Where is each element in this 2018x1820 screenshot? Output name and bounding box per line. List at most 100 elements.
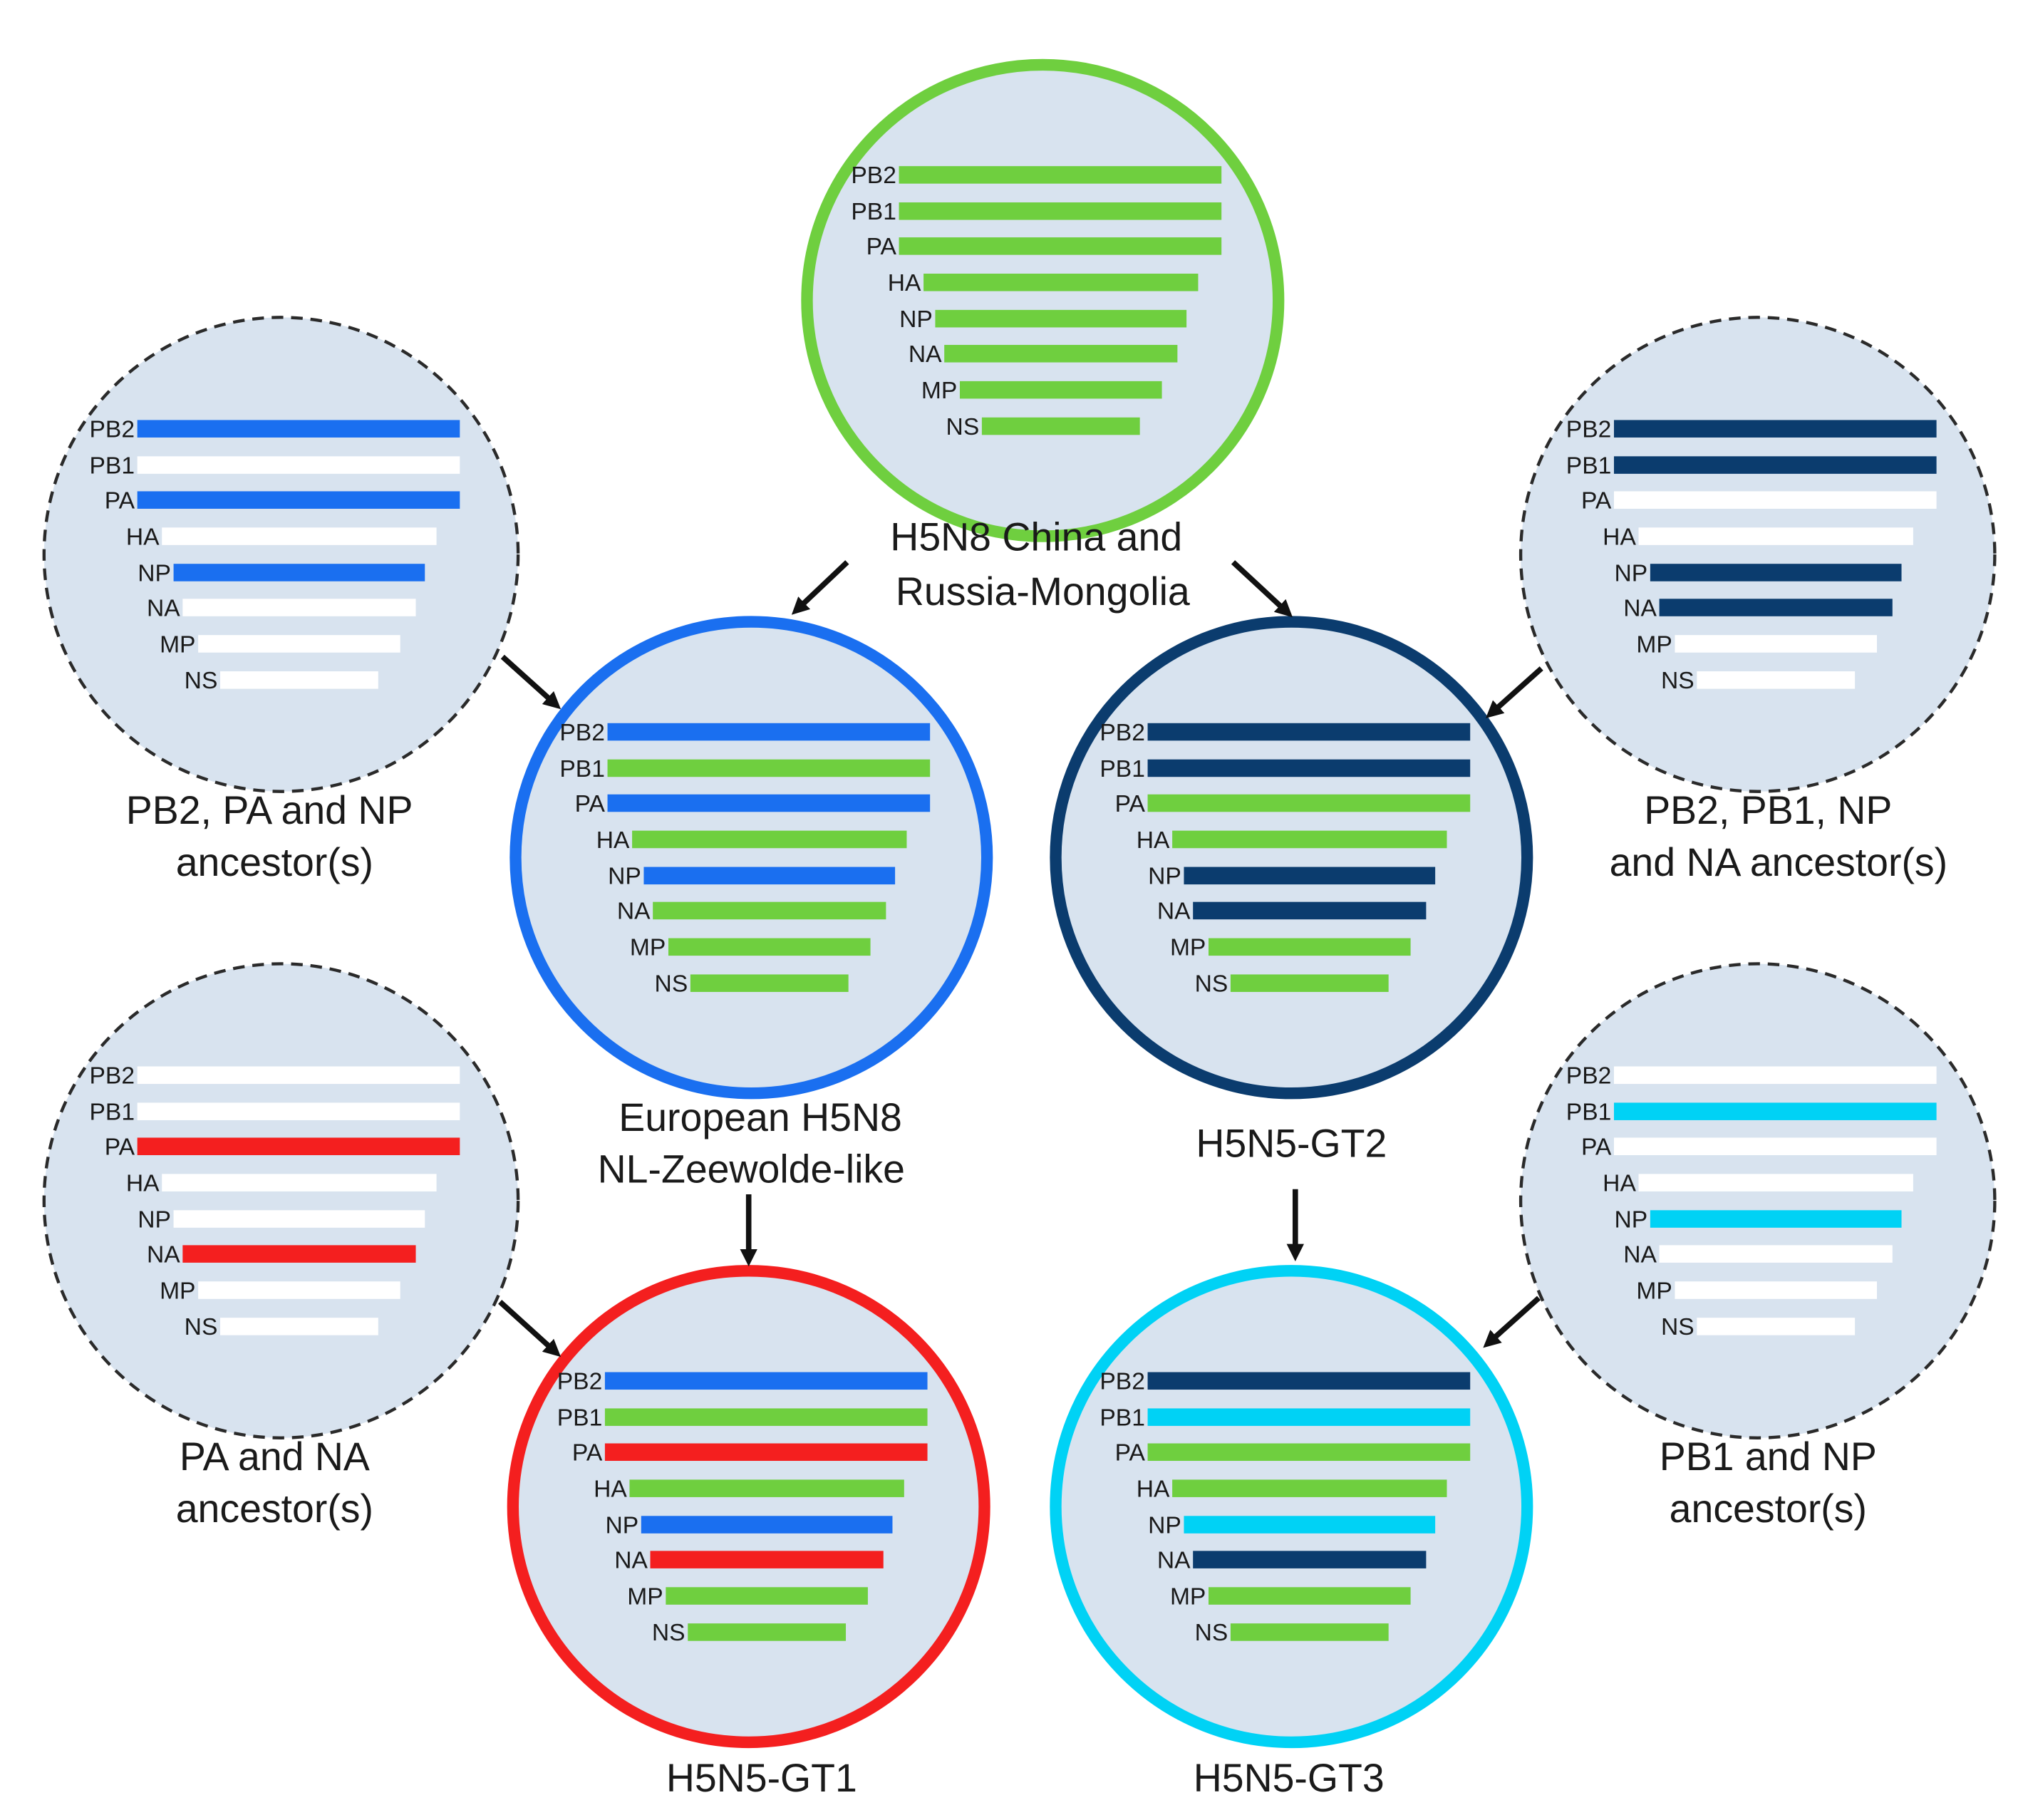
arrow-ancestor-pa-na-to-h5n5-gt1 — [498, 1300, 562, 1358]
segment-label-pb2: PB2 — [90, 417, 135, 443]
segment-label-pb2: PB2 — [559, 720, 605, 746]
segment-bar-mp — [1209, 938, 1411, 956]
segment-label-np: NP — [1148, 864, 1181, 890]
segment-label-ha: HA — [1603, 524, 1636, 550]
segment-label-mp: MP — [630, 935, 666, 961]
segment-bar-na — [1659, 1245, 1893, 1263]
segment-bar-ns — [1230, 1623, 1389, 1641]
segment-bar-ha — [162, 1174, 437, 1191]
segment-bar-ha — [629, 1479, 904, 1497]
segment-bar-pb2 — [1147, 1372, 1471, 1390]
segment-label-pa: PA — [1115, 791, 1146, 817]
segment-bar-ns — [981, 417, 1140, 435]
segment-label-pb2: PB2 — [851, 162, 896, 189]
segment-label-mp: MP — [1636, 631, 1672, 658]
segment-label-pb1: PB1 — [559, 756, 605, 782]
arrow-ancestor-pb1-np-to-h5n5-gt3 — [1483, 1296, 1541, 1348]
segment-label-ns: NS — [185, 1314, 218, 1340]
segment-bar-ns — [1697, 671, 1856, 689]
segment-bar-np — [1650, 1210, 1902, 1228]
segment-label-pb2: PB2 — [90, 1063, 135, 1090]
segment-bar-pb2 — [607, 723, 931, 741]
segment-bar-np — [1184, 867, 1436, 885]
segment-bar-np — [173, 1210, 425, 1228]
caption-ancestor-pb1-np-line-1: PB1 and NP — [1660, 1434, 1877, 1479]
segment-label-np: NP — [138, 1206, 171, 1233]
segment-label-mp: MP — [1636, 1278, 1672, 1304]
caption-european-h5n8-line-1: European H5N8 — [619, 1095, 902, 1139]
caption-ancestor-pa-na-line-2: ancestor(s) — [176, 1486, 373, 1531]
segment-label-ha: HA — [888, 270, 921, 296]
segment-label-np: NP — [1148, 1512, 1181, 1539]
segment-label-mp: MP — [160, 1278, 195, 1304]
circle-outline — [1518, 316, 1997, 793]
segment-bar-ns — [1230, 974, 1389, 992]
segment-bar-mp — [959, 381, 1162, 399]
circle-outline — [801, 58, 1285, 542]
segment-bar-pb1 — [137, 1102, 460, 1120]
segment-bar-na — [653, 901, 886, 920]
segment-label-pa: PA — [105, 487, 135, 514]
caption-h5n8-china-line-2: Russia-Mongolia — [896, 569, 1190, 614]
segment-bar-pa — [1613, 1137, 1937, 1156]
segment-bar-pa — [1147, 1443, 1471, 1462]
segment-bar-pb1 — [1613, 1102, 1937, 1120]
segment-bar-ha — [1638, 527, 1913, 545]
circle-outline — [1050, 1265, 1533, 1749]
caption-ancestor-pa-na-line-1: PA and NA — [180, 1434, 370, 1479]
segment-label-na: NA — [1623, 595, 1657, 621]
segment-bar-na — [650, 1551, 884, 1568]
segment-bar-pb1 — [1147, 1408, 1471, 1426]
segment-bar-pb2 — [137, 1066, 460, 1085]
segment-bar-na — [1193, 1551, 1427, 1568]
segment-bar-mp — [1209, 1587, 1411, 1605]
segment-bar-na — [944, 344, 1178, 363]
segment-label-ha: HA — [126, 524, 160, 550]
segment-label-na: NA — [614, 1547, 648, 1573]
segment-bar-np — [1184, 1516, 1436, 1534]
segment-label-np: NP — [1615, 1206, 1648, 1233]
segment-bar-ha — [162, 527, 437, 545]
segment-bar-mp — [198, 1281, 400, 1299]
arrow-h5n8-china-to-european-h5n8 — [791, 560, 849, 615]
segment-bar-ha — [1172, 830, 1447, 849]
segment-bar-mp — [668, 938, 871, 956]
segment-bar-pb1 — [1147, 759, 1471, 777]
segment-label-np: NP — [899, 306, 933, 333]
segment-bar-np — [643, 867, 896, 885]
segment-bar-ns — [1697, 1318, 1856, 1335]
segment-label-pb1: PB1 — [851, 199, 896, 225]
segment-bar-pb1 — [899, 202, 1222, 220]
segment-label-np: NP — [605, 1512, 638, 1539]
segment-label-pb1: PB1 — [90, 1099, 135, 1125]
segment-label-mp: MP — [1170, 1583, 1206, 1610]
segment-label-mp: MP — [160, 631, 195, 658]
segment-bar-ha — [1172, 1479, 1447, 1497]
arrow-ancestor-pb2-pa-np-to-european-h5n8 — [500, 654, 562, 710]
segment-label-np: NP — [138, 560, 171, 586]
segment-label-pa: PA — [1581, 487, 1612, 514]
caption-ancestor-pb2-pa-np-line-2: ancestor(s) — [176, 840, 373, 884]
segment-label-na: NA — [1157, 899, 1191, 925]
segment-bar-pa — [1147, 794, 1471, 812]
segment-label-ns: NS — [1195, 1620, 1228, 1646]
segment-label-ha: HA — [596, 827, 630, 854]
segment-label-mp: MP — [921, 378, 957, 404]
segment-label-ha: HA — [1137, 827, 1170, 854]
segment-bar-pb1 — [137, 456, 460, 474]
segment-label-ha: HA — [594, 1476, 627, 1502]
caption-ancestor-pb2-pb1-np-na-line-1: PB2, PB1, NP — [1644, 788, 1892, 832]
segment-label-na: NA — [147, 595, 180, 621]
segment-label-ns: NS — [1661, 668, 1694, 694]
segment-bar-ns — [688, 1623, 847, 1641]
segment-label-ns: NS — [1661, 1314, 1694, 1340]
segment-label-pb1: PB1 — [1099, 756, 1145, 782]
segment-label-mp: MP — [627, 1583, 663, 1610]
caption-h5n5-gt2-line-1: H5N5-GT2 — [1196, 1121, 1387, 1165]
segment-bar-ha — [923, 274, 1199, 291]
